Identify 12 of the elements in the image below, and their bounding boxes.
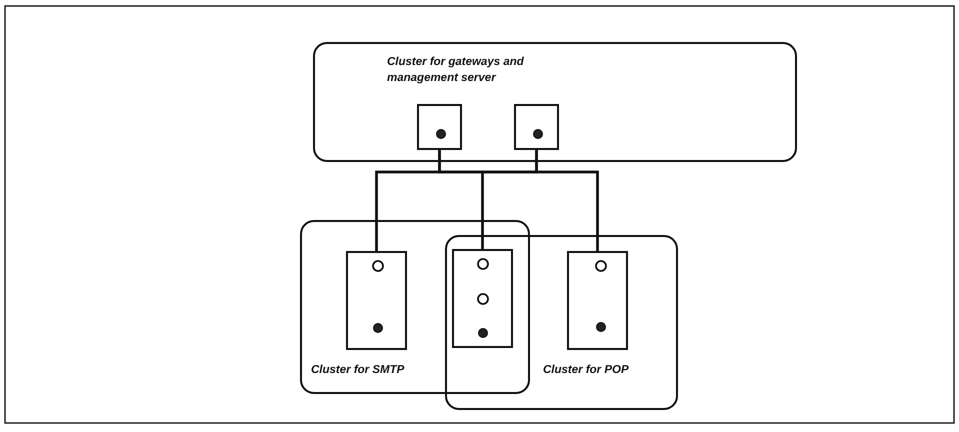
cluster-region (300, 220, 530, 394)
server-box (417, 104, 462, 150)
cluster-label: Cluster for gateways and management server (387, 55, 525, 86)
server-box (514, 104, 559, 150)
connector-line (535, 150, 599, 251)
cluster-label: Cluster for SMTP (311, 363, 404, 378)
cluster-label: Cluster for POP (543, 363, 629, 378)
cluster-region (445, 235, 678, 410)
server-box (567, 251, 628, 350)
server-box (452, 249, 513, 348)
cluster-region (313, 42, 797, 162)
server-box (346, 251, 407, 350)
